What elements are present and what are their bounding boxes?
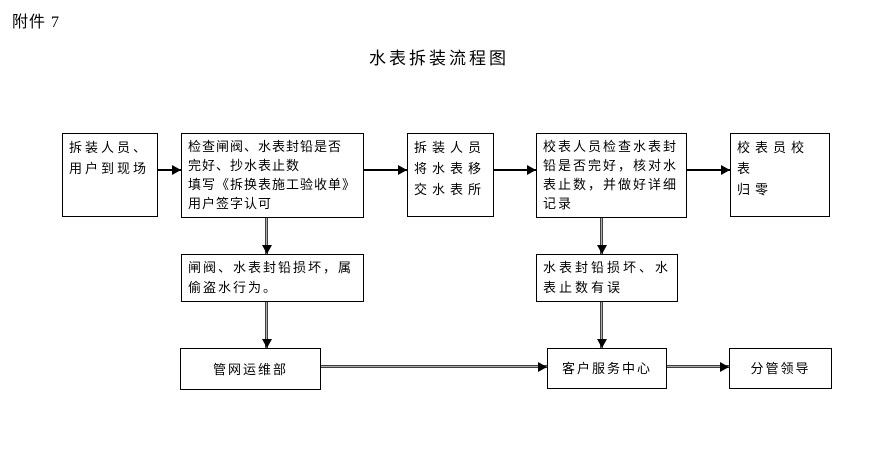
arrow-reading-error-to-customer-service-icon	[596, 302, 607, 348]
box-calibrate-to-zero: 校表员校表 归零	[730, 133, 830, 217]
arrow-customer-service-to-leader-icon	[667, 361, 729, 372]
arrow-calibrator-to-zero-icon	[687, 165, 730, 175]
box-calibrator-check-record: 校表人员检查水表封 铅是否完好，核对水 表止数，并做好详细 记录	[536, 133, 687, 218]
page-title: 水表拆装流程图	[369, 49, 509, 68]
box-customer-service-center: 客户服务中心	[547, 348, 667, 389]
arrow-calibrator-to-reading-error-icon	[596, 218, 607, 254]
attachment-label: 附件 7	[12, 14, 61, 31]
box-pipeline-ops-dept: 管网运维部	[180, 348, 321, 390]
box-seal-damaged-reading-error: 水表封铅损坏、水 表止数有误	[536, 254, 678, 302]
box-crew-arrive-site: 拆装人员、 用户到现场	[62, 133, 158, 217]
arrow-transfer-to-calibrator-icon	[494, 165, 536, 175]
box-leader-in-charge: 分管领导	[729, 348, 832, 389]
arrow-check-to-theft-icon	[261, 218, 272, 254]
box-transfer-meter: 拆装人员 将水表移 交水表所	[407, 133, 494, 217]
box-check-seal-fill-form: 检查闸阀、水表封铅是否 完好、抄水表止数 填写《拆换表施工验收单》 用户签字认可	[181, 133, 364, 218]
box-seal-damaged-theft: 闸阀、水表封铅损坏，属 偷盗水行为。	[181, 254, 364, 302]
arrow-theft-to-pipeline-dept-icon	[261, 302, 272, 348]
arrow-pipeline-dept-to-customer-service-icon	[321, 361, 547, 372]
arrow-check-to-transfer-icon	[364, 165, 407, 175]
arrow-arrive-to-check-icon	[158, 165, 181, 175]
